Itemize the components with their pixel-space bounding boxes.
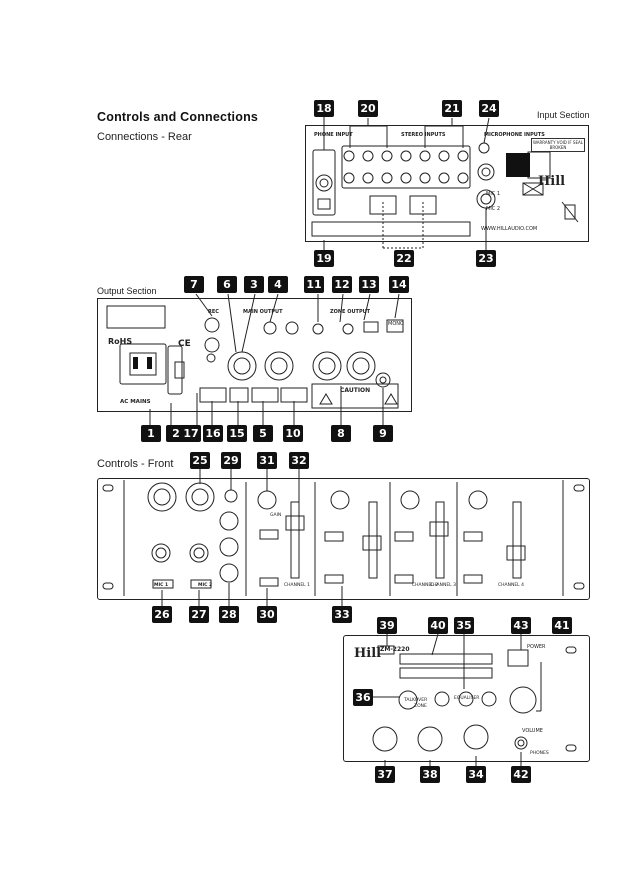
warranty-seal: WARRANTY VOID IF SEAL BROKEN — [531, 138, 585, 152]
callout-16: 16 — [203, 425, 223, 442]
zone-control-panel: Hill ZM-2220 POWER VOLUME TALKOVER ZONE … — [343, 635, 590, 762]
power-label: POWER — [527, 644, 546, 650]
callout-12: 12 — [332, 276, 352, 293]
callout-10: 10 — [283, 425, 303, 442]
callout-24: 24 — [479, 100, 499, 117]
talkover-label: TALKOVER — [404, 698, 428, 703]
callout-26: 26 — [152, 606, 172, 623]
callout-38: 38 — [420, 766, 440, 783]
input-section-label: Input Section — [537, 110, 590, 120]
mic-inputs-label: MICROPHONE INPUTS — [484, 132, 545, 138]
callout-14: 14 — [389, 276, 409, 293]
callout-22: 22 — [394, 250, 414, 267]
mic-1-label: MIC 1 — [154, 583, 169, 588]
channel-2-label: CHANNEL 2 — [412, 583, 438, 588]
callout-37: 37 — [375, 766, 395, 783]
callout-8: 8 — [331, 425, 351, 442]
callout-13: 13 — [359, 276, 379, 293]
callout-5: 5 — [253, 425, 273, 442]
mono-label: MONO — [388, 321, 404, 327]
callout-18: 18 — [314, 100, 334, 117]
callout-9: 9 — [373, 425, 393, 442]
callout-4: 4 — [268, 276, 288, 293]
callout-30: 30 — [257, 606, 277, 623]
phone-input-label: PHONE INPUT — [314, 132, 353, 138]
output-section-label: Output Section — [97, 286, 157, 296]
rohs-logo: RoHS — [108, 337, 133, 346]
callout-36: 36 — [353, 689, 373, 706]
callout-35: 35 — [454, 617, 474, 634]
callout-25: 25 — [190, 452, 210, 469]
callout-32: 32 — [289, 452, 309, 469]
callout-6: 6 — [217, 276, 237, 293]
callout-40: 40 — [428, 617, 448, 634]
callout-28: 28 — [219, 606, 239, 623]
callout-3: 3 — [244, 276, 264, 293]
callout-31: 31 — [257, 452, 277, 469]
rec-label: REC — [208, 309, 219, 315]
phones-label: PHONES — [530, 751, 549, 756]
callout-19: 19 — [314, 250, 334, 267]
callout-11: 11 — [304, 276, 324, 293]
ce-mark: CE — [178, 339, 191, 349]
callout-15: 15 — [227, 425, 247, 442]
callout-34: 34 — [466, 766, 486, 783]
zone-brand-logo: Hill — [354, 646, 382, 661]
callout-27: 27 — [189, 606, 209, 623]
ac-mains-label: AC MAINS — [120, 399, 151, 405]
mic-2-label: MIC 2 — [198, 583, 213, 588]
callout-1: 1 — [141, 425, 161, 442]
page-title: Controls and Connections — [97, 110, 259, 124]
rear-connections-heading: Connections - Rear — [97, 131, 192, 143]
output-section-panel: RoHS CE AC MAINS REC MAIN OUTPUT ZONE OU… — [97, 298, 412, 412]
channel-3-label: CHANNEL 3 — [430, 583, 456, 588]
zone-label: ZONE — [414, 704, 427, 709]
zone-output-label: ZONE OUTPUT — [330, 309, 371, 315]
channel-4-label: CHANNEL 4 — [498, 583, 524, 588]
stereo-inputs-label: STEREO INPUTS — [401, 132, 446, 138]
channel-1-label: CHANNEL 1 — [284, 583, 310, 588]
callout-42: 42 — [511, 766, 531, 783]
caution-label: CAUTION — [340, 387, 371, 394]
callout-23: 23 — [476, 250, 496, 267]
volume-label: VOLUME — [522, 728, 543, 734]
equaliser-label: EQUALISER — [454, 696, 480, 701]
mic2-label: MIC 2 — [486, 206, 501, 212]
callout-43: 43 — [511, 617, 531, 634]
callout-39: 39 — [377, 617, 397, 634]
callout-29: 29 — [221, 452, 241, 469]
callout-17: 17 — [181, 425, 201, 442]
callout-20: 20 — [358, 100, 378, 117]
main-output-label: MAIN OUTPUT — [243, 309, 283, 315]
callout-7: 7 — [184, 276, 204, 293]
callout-21: 21 — [442, 100, 462, 117]
front-controls-heading: Controls - Front — [97, 458, 174, 470]
website-text: WWW.HILLAUDIO.COM — [481, 226, 538, 232]
callout-33: 33 — [332, 606, 352, 623]
callout-41: 41 — [552, 617, 572, 634]
model-label: ZM-2220 — [380, 646, 410, 653]
gain-label: GAIN — [270, 513, 282, 518]
